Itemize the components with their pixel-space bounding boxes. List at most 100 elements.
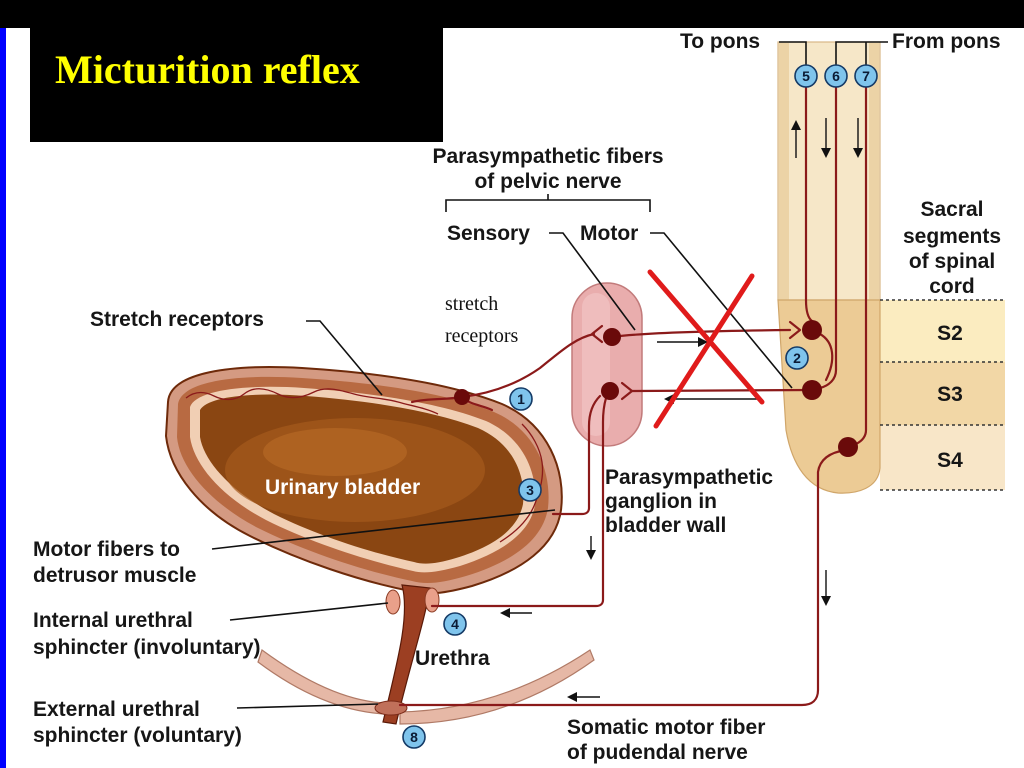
label-ganglion: ganglion in bbox=[605, 490, 717, 513]
parasympathetic-ganglion bbox=[571, 282, 643, 447]
label-motor: Motor bbox=[580, 222, 638, 245]
label-urethra: Urethra bbox=[415, 647, 490, 670]
label-sacral-segments: segments bbox=[903, 225, 1001, 248]
leader-sensory bbox=[549, 232, 636, 331]
step-badge-number: 2 bbox=[793, 350, 801, 366]
step-badge-number: 8 bbox=[410, 729, 418, 745]
leader-stretch-receptors bbox=[306, 320, 383, 396]
step-badge-number: 4 bbox=[451, 616, 459, 632]
sacral-band-s2 bbox=[880, 300, 1005, 362]
arrow-down-icon bbox=[821, 596, 831, 606]
slide-title: Micturition reflex bbox=[55, 47, 360, 92]
spinal-cord-shade-right bbox=[869, 43, 879, 300]
step-badge-circle bbox=[785, 346, 809, 370]
annotation-stretch-receptors: stretch bbox=[445, 293, 498, 315]
arrow-left-icon bbox=[500, 608, 510, 618]
label-urinary-bladder: Urinary bladder bbox=[265, 476, 420, 499]
step-badge-number: 3 bbox=[526, 482, 534, 498]
arrow-down-icon bbox=[821, 148, 831, 158]
label-sacral-segments: of spinal bbox=[909, 250, 995, 273]
label-internal-sphincter: Internal urethral bbox=[33, 609, 193, 632]
interneuron-link bbox=[818, 332, 834, 382]
step-badge-8: 8 bbox=[402, 725, 426, 749]
label-somatic-fiber: of pudendal nerve bbox=[567, 741, 748, 764]
step-badge-6: 6 bbox=[824, 64, 848, 88]
label-external-sphincter: External urethral bbox=[33, 698, 200, 721]
label-segment-s4: S4 bbox=[937, 449, 963, 472]
step-badge-number: 7 bbox=[862, 68, 870, 84]
label-motor-fibers: detrusor muscle bbox=[33, 564, 196, 587]
arrow-left-icon bbox=[567, 692, 577, 702]
left-blue-bar bbox=[0, 28, 6, 768]
tract-from-pons-7 bbox=[854, 86, 868, 446]
sensory-fiber-to-cord bbox=[610, 328, 792, 339]
step-badge-4: 4 bbox=[443, 612, 467, 636]
label-internal-sphincter: sphincter (involuntary) bbox=[33, 636, 261, 659]
internal-sphincter-muscle bbox=[385, 589, 401, 615]
motor-synapse-ganglion bbox=[620, 381, 634, 401]
sensory-fiber-bladder bbox=[460, 332, 596, 399]
sensory-synapse-s2 bbox=[788, 320, 802, 340]
step-badge-1: 1 bbox=[509, 387, 533, 411]
neurons bbox=[454, 320, 858, 457]
urethra-tube bbox=[382, 584, 431, 725]
somatic-motor-fiber bbox=[398, 448, 848, 707]
urinary-bladder bbox=[164, 366, 563, 595]
leader-internal-sphincter bbox=[229, 602, 389, 621]
cord-neuron-s2 bbox=[802, 320, 822, 340]
cord-neuron-s3 bbox=[802, 380, 822, 400]
step-badge-2: 2 bbox=[785, 346, 809, 370]
motor-fiber-detrusor bbox=[551, 394, 602, 516]
step-badge-number: 6 bbox=[832, 68, 840, 84]
direction-arrows bbox=[500, 118, 863, 702]
cross-out-stroke bbox=[653, 273, 755, 429]
step-badge-circle bbox=[824, 64, 848, 88]
motor-fiber-from-cord bbox=[630, 388, 814, 393]
step-badge-5: 5 bbox=[794, 64, 818, 88]
leader-motor-fibers bbox=[211, 509, 556, 550]
bladder-blood-vessels bbox=[185, 388, 439, 415]
bladder-highlight bbox=[263, 428, 407, 476]
label-segment-s3: S3 bbox=[937, 383, 963, 406]
sensory-terminal bbox=[590, 324, 604, 344]
step-badge-3: 3 bbox=[518, 478, 542, 502]
top-black-bar bbox=[0, 0, 1024, 28]
sacral-band-s3 bbox=[880, 362, 1005, 425]
arrow-down-icon bbox=[586, 550, 596, 560]
label-ganglion: Parasympathetic bbox=[605, 466, 773, 489]
ganglion-motor-neuron bbox=[601, 382, 619, 400]
step-badge-number: 1 bbox=[517, 391, 525, 407]
step-badges: 1 2 3 4 5 6 7 8 bbox=[402, 64, 878, 749]
leader-to-pons bbox=[779, 41, 807, 65]
step-badge-circle bbox=[794, 64, 818, 88]
label-ganglion: bladder wall bbox=[605, 514, 726, 537]
nerve-fibers bbox=[398, 86, 868, 707]
label-external-sphincter: sphincter (voluntary) bbox=[33, 724, 242, 747]
label-pelvic-nerve: of pelvic nerve bbox=[474, 170, 621, 193]
arrow-right-icon bbox=[698, 337, 708, 347]
label-pelvic-nerve: Parasympathetic fibers bbox=[432, 145, 663, 168]
step-badge-circle bbox=[854, 64, 878, 88]
leader-motor bbox=[650, 232, 793, 389]
label-sacral-segments: Sacral bbox=[920, 198, 983, 221]
tract-to-pons bbox=[804, 86, 814, 323]
stretch-receptor-neuron bbox=[454, 389, 470, 405]
label-sacral-segments: cord bbox=[929, 275, 975, 298]
step-badge-circle bbox=[518, 478, 542, 502]
external-sphincter-muscle bbox=[374, 700, 408, 716]
ganglion-highlight bbox=[582, 293, 610, 436]
internal-sphincter-muscle bbox=[424, 587, 440, 613]
sacral-band-s4 bbox=[880, 425, 1005, 490]
cross-out-stroke bbox=[647, 269, 765, 405]
label-from-pons: From pons bbox=[892, 30, 1001, 53]
label-segment-s2: S2 bbox=[937, 322, 963, 345]
annotation-stretch-receptors: receptors bbox=[445, 325, 519, 347]
label-to-pons: To pons bbox=[680, 30, 760, 53]
leader-lines bbox=[211, 41, 888, 709]
bladder-blood-vessels bbox=[499, 423, 544, 543]
ganglion-sensory-neuron bbox=[603, 328, 621, 346]
step-badge-number: 5 bbox=[802, 68, 810, 84]
labels: To pons From pons Parasympathetic fibers… bbox=[33, 30, 1001, 764]
cord-neuron-s4 bbox=[838, 437, 858, 457]
